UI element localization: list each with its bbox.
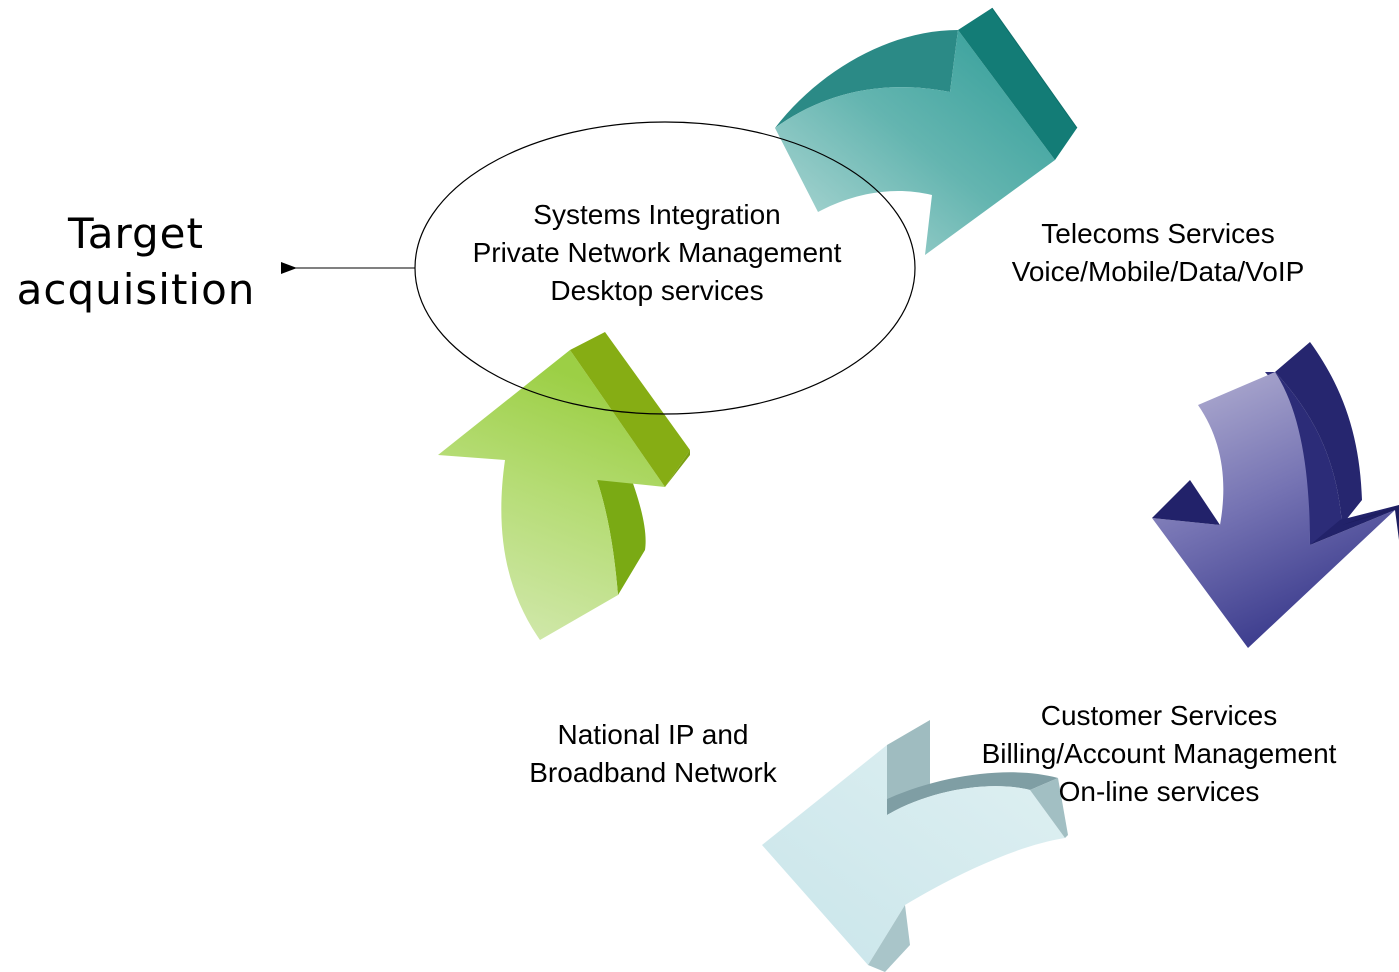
telecoms-arrow (775, 7, 1078, 255)
customer-line-1: Customer Services (1040, 700, 1278, 731)
network-arrow (762, 720, 1068, 972)
customer-line-2: Billing/Account Management (981, 738, 1337, 769)
network-line-2: Broadband Network (529, 757, 777, 788)
customer-arrow (1152, 342, 1399, 648)
telecoms-line-1: Telecoms Services (1041, 218, 1275, 249)
network-line-1: National IP and (557, 719, 749, 750)
target-acquisition-label: Target acquisition (0, 206, 272, 318)
integration-arrow (438, 332, 690, 640)
target-line-2: acquisition (16, 265, 256, 314)
customer-services-text: Customer Services Billing/Account Manage… (940, 697, 1378, 811)
national-network-text: National IP and Broadband Network (493, 716, 813, 792)
customer-line-3: On-line services (1058, 776, 1260, 807)
target-line-1: Target (68, 209, 204, 258)
ellipse-line-2: Private Network Management (472, 237, 842, 268)
telecoms-line-2: Voice/Mobile/Data/VoIP (1011, 256, 1305, 287)
telecoms-services-text: Telecoms Services Voice/Mobile/Data/VoIP (958, 215, 1358, 291)
center-ellipse-text: Systems Integration Private Network Mana… (437, 196, 877, 310)
ellipse-line-3: Desktop services (550, 275, 764, 306)
ellipse-line-1: Systems Integration (533, 199, 781, 230)
